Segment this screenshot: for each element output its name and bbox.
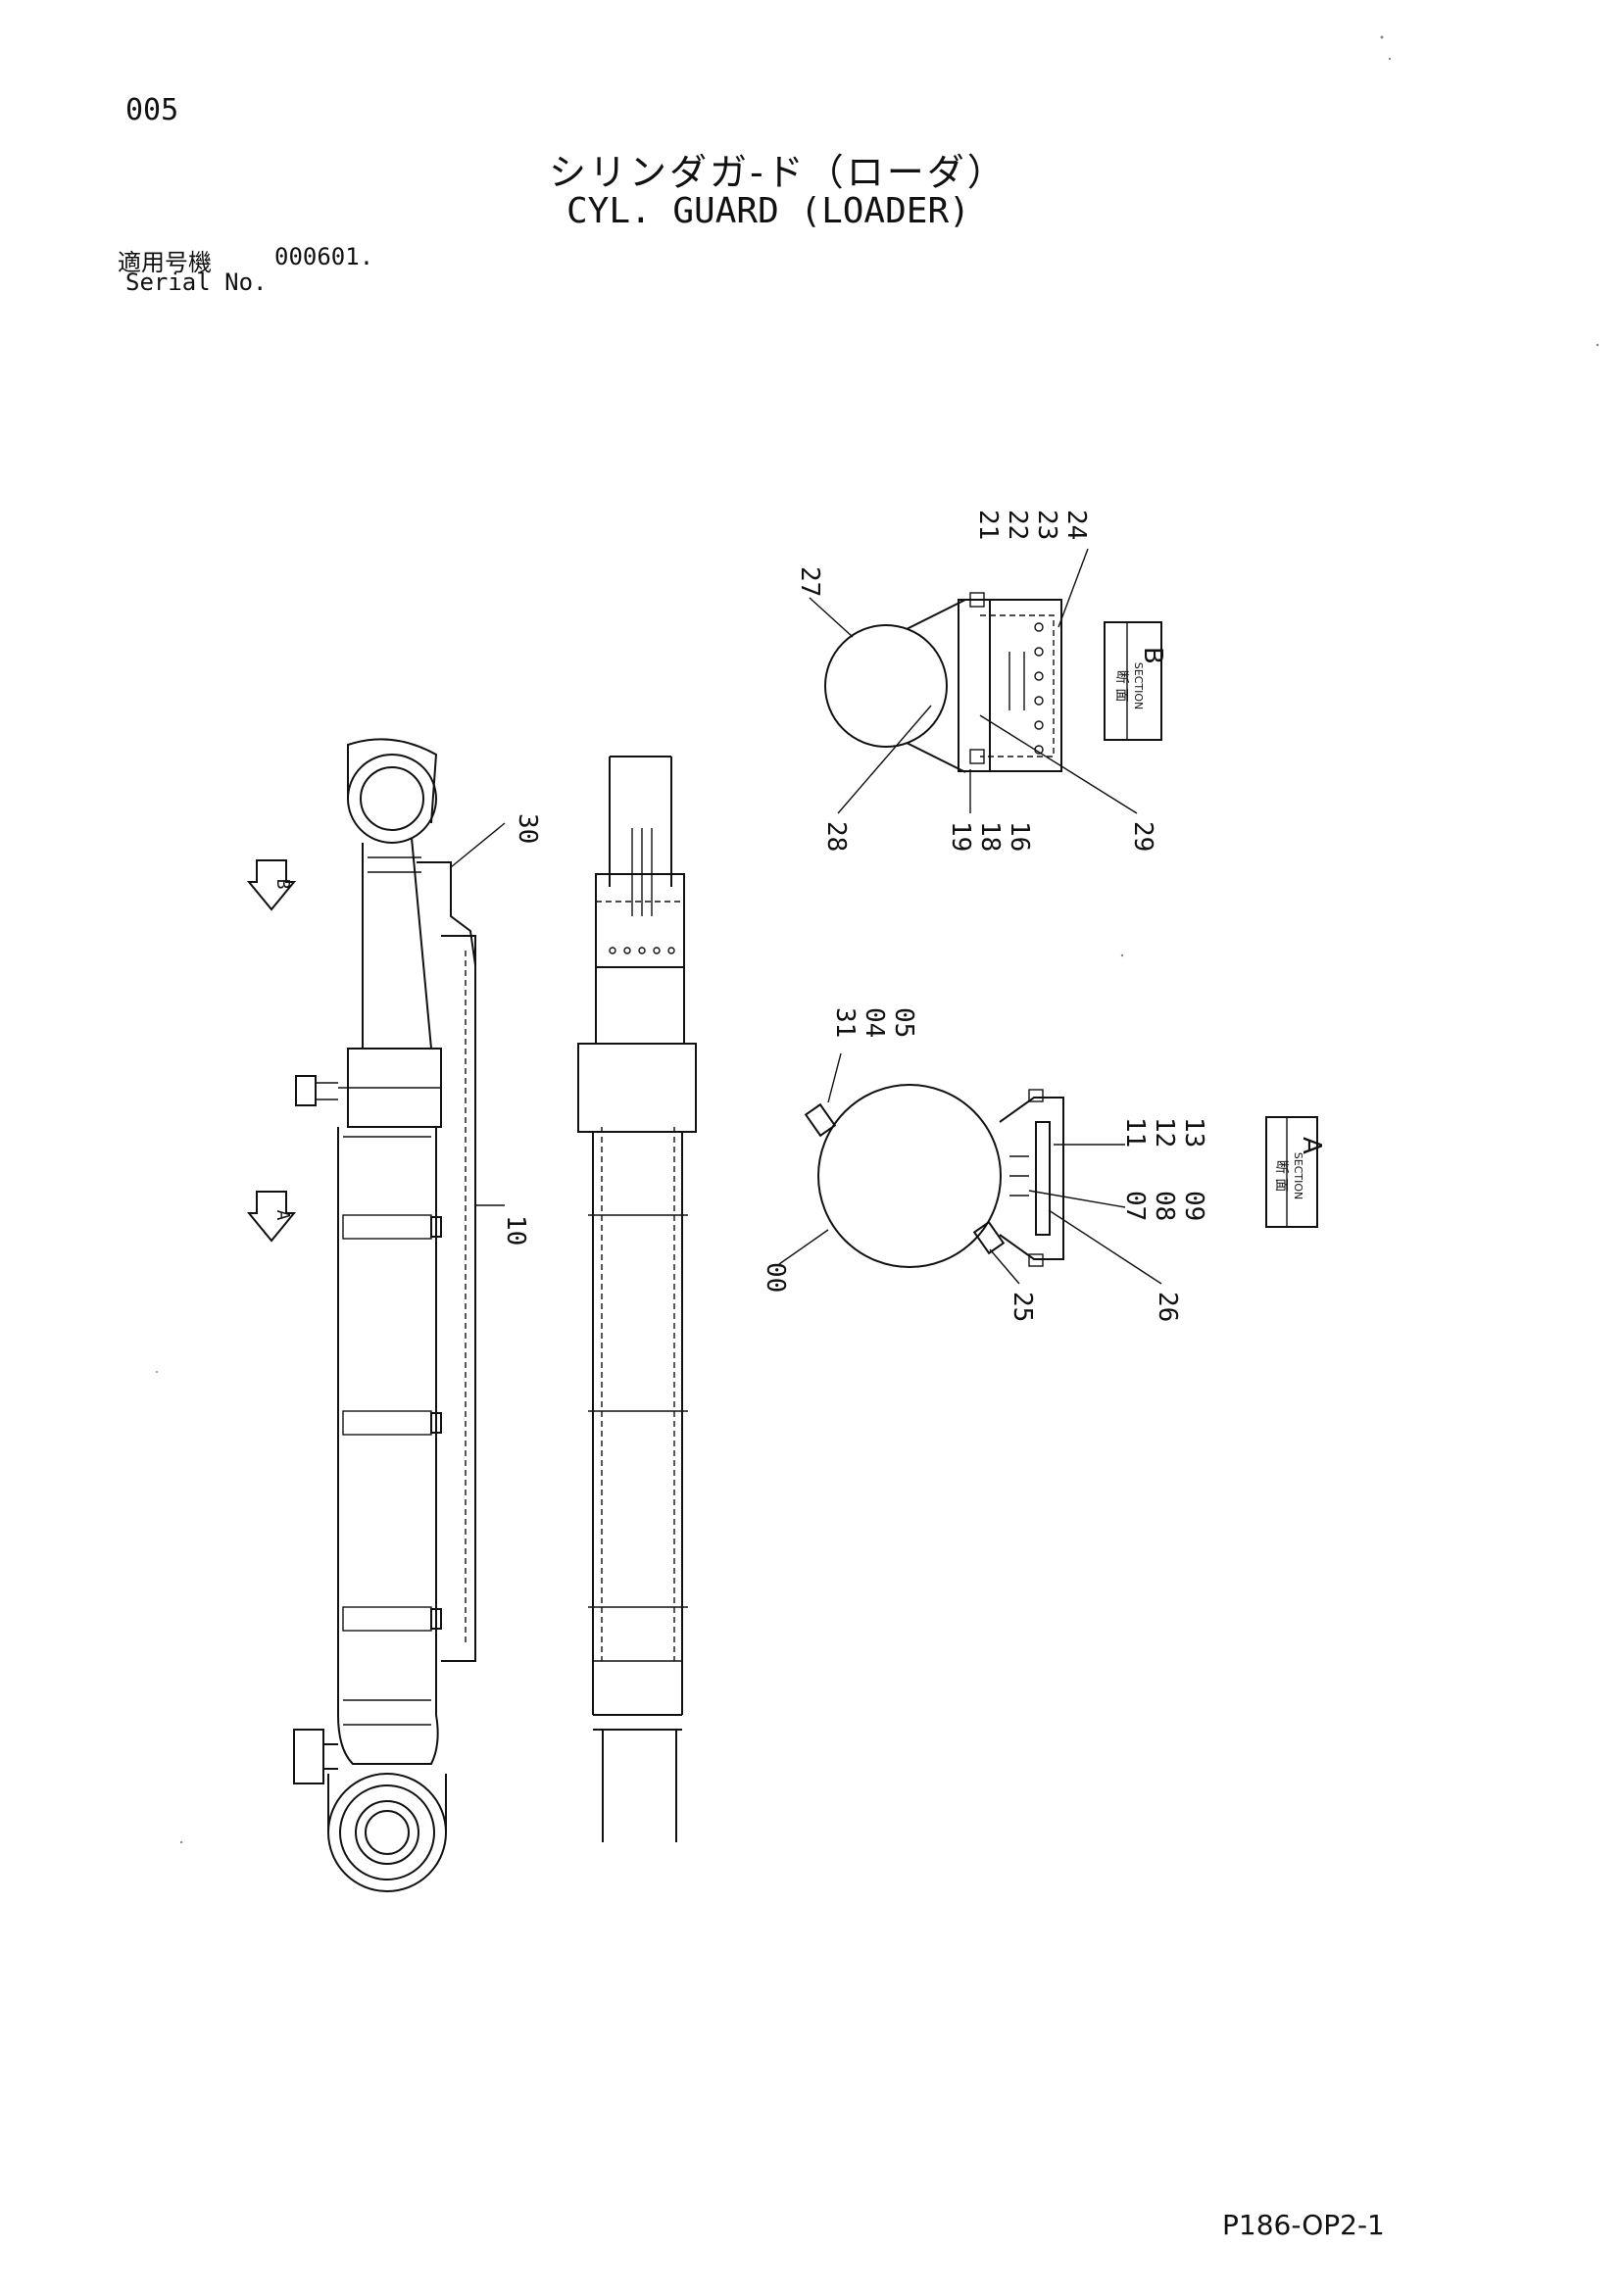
label-16: 16 bbox=[1005, 821, 1034, 852]
label-24: 24 bbox=[1061, 510, 1091, 540]
leader-30 bbox=[450, 822, 506, 868]
view-arrow-b: B bbox=[246, 859, 297, 911]
label-27: 27 bbox=[795, 566, 824, 597]
label-04: 04 bbox=[860, 1007, 889, 1038]
label-21: 21 bbox=[973, 510, 1003, 540]
label-18: 18 bbox=[975, 821, 1005, 852]
label-22: 22 bbox=[1003, 510, 1032, 540]
cylinder-side-view bbox=[293, 738, 476, 1892]
section-b-labels: 21 22 23 24 27 28 19 18 16 29 bbox=[795, 510, 1157, 852]
serial-label-japanese: 適用号機 bbox=[118, 249, 212, 276]
view-arrow-a: A bbox=[246, 1191, 297, 1243]
title-japanese: シリンダガ-ド（ローダ） bbox=[549, 151, 1008, 194]
label-05: 05 bbox=[889, 1007, 918, 1038]
section-a-letter: A bbox=[1297, 1137, 1326, 1154]
section-a-drawing bbox=[804, 1084, 1064, 1268]
label-23: 23 bbox=[1032, 510, 1061, 540]
label-10: 10 bbox=[501, 1215, 530, 1246]
label-28: 28 bbox=[821, 821, 851, 852]
serial-value: 000601. bbox=[274, 243, 374, 270]
section-b-en: SECTION bbox=[1132, 662, 1145, 709]
scan-specks bbox=[156, 35, 1599, 1844]
label-19: 19 bbox=[946, 821, 975, 852]
label-29: 29 bbox=[1128, 821, 1157, 852]
section-b-drawing bbox=[824, 592, 1062, 773]
cylinder-front-view bbox=[577, 756, 697, 1842]
view-arrow-b-letter: B bbox=[272, 879, 293, 890]
drawing-code: P186-OP2-1 bbox=[1222, 2209, 1385, 2241]
label-26: 26 bbox=[1153, 1292, 1182, 1322]
label-12: 12 bbox=[1150, 1117, 1179, 1148]
label-00: 00 bbox=[761, 1262, 790, 1293]
page-number: 005 bbox=[125, 93, 179, 127]
section-a-labels: 31 04 05 11 12 13 07 08 09 00 25 26 bbox=[761, 1007, 1208, 1322]
label-31: 31 bbox=[830, 1007, 860, 1038]
section-b-frame: 断 面 SECTION B bbox=[1104, 621, 1167, 741]
serial-label-english: Serial No. bbox=[125, 269, 268, 296]
title-english: CYL. GUARD (LOADER) bbox=[566, 191, 970, 231]
label-30: 30 bbox=[513, 813, 542, 844]
section-b-letter: B bbox=[1138, 647, 1167, 664]
section-b-jp: 断 面 bbox=[1113, 670, 1129, 702]
section-a-jp: 断 面 bbox=[1273, 1160, 1289, 1192]
label-08: 08 bbox=[1150, 1191, 1179, 1221]
section-a-en: SECTION bbox=[1292, 1152, 1304, 1199]
label-25: 25 bbox=[1008, 1292, 1037, 1322]
label-11: 11 bbox=[1120, 1117, 1150, 1148]
label-09: 09 bbox=[1179, 1191, 1208, 1221]
view-arrow-a-letter: A bbox=[272, 1210, 293, 1221]
section-a-frame: 断 面 SECTION A bbox=[1265, 1116, 1326, 1228]
label-13: 13 bbox=[1179, 1117, 1208, 1148]
label-07: 07 bbox=[1120, 1191, 1150, 1221]
